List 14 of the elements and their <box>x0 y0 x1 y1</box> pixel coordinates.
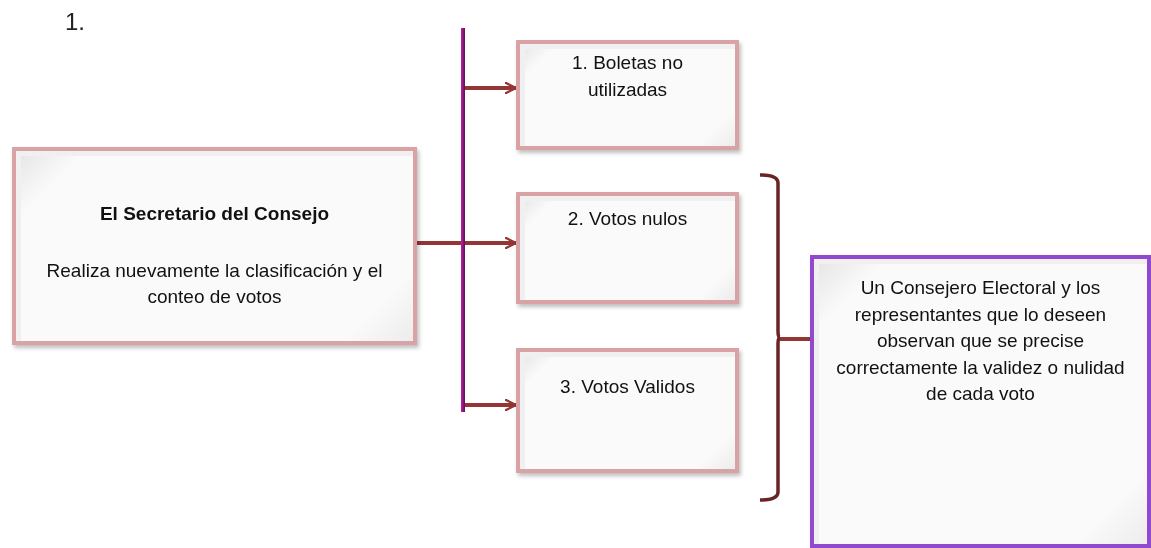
box-text: 3. Votos Validos <box>560 375 695 399</box>
vertical-bar <box>461 28 465 412</box>
box-text: Realiza nuevamente la clasificación y el conteo de votos <box>45 258 384 310</box>
connector-line <box>417 241 461 245</box>
box-text: 1. Boletas no utilizadas <box>571 51 684 102</box>
arrow <box>465 236 518 250</box>
arrow <box>465 398 518 412</box>
arrow <box>465 81 518 95</box>
box-text: 2. Votos nulos <box>567 207 688 231</box>
box-text: Un Consejero Electoral y los representantes que lo deseen observan que se precise correctamente la validez o nulidad de cada voto <box>835 276 1126 407</box>
box-heading: El Secretario del Consejo <box>99 202 330 227</box>
bracket <box>759 173 782 502</box>
list-number: 1. <box>65 8 85 36</box>
connector-line <box>780 337 810 341</box>
